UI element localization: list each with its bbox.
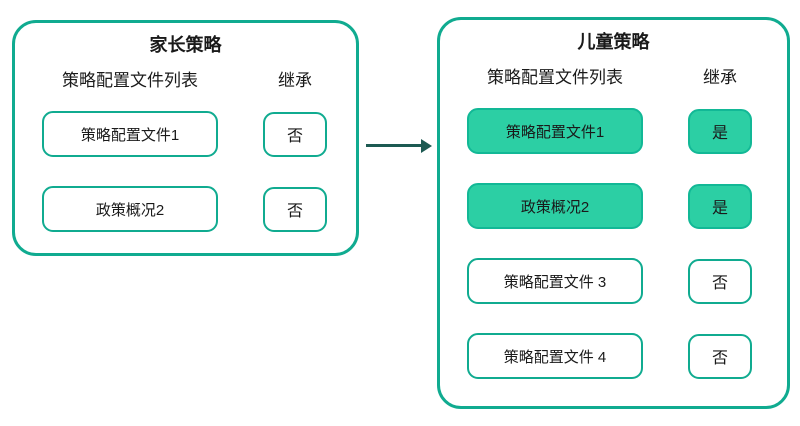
arrow-shaft xyxy=(366,144,421,147)
policy-row: 政策概况2 否 xyxy=(15,186,356,232)
inherit-column-header: 继承 xyxy=(703,68,737,87)
profile-box: 策略配置文件1 xyxy=(42,111,218,157)
child-panel-title: 儿童策略 xyxy=(577,32,650,52)
parent-panel-title: 家长策略 xyxy=(149,35,222,55)
parent-policy-panel: 家长策略 策略配置文件列表 继承 策略配置文件1 否政策概况2 否 xyxy=(12,20,359,256)
profiles-column-header: 策略配置文件列表 xyxy=(62,71,198,90)
policy-rows: 策略配置文件1 否政策概况2 否 xyxy=(15,111,356,232)
column-headers: 策略配置文件列表 继承 xyxy=(15,71,356,91)
policy-row: 策略配置文件1 是 xyxy=(440,108,787,154)
arrow-head xyxy=(421,138,432,153)
profile-box: 政策概况2 xyxy=(42,186,218,232)
inherit-badge: 否 xyxy=(263,186,327,232)
right-arrow-icon xyxy=(366,137,434,154)
profile-box: 策略配置文件 4 xyxy=(467,333,643,379)
profile-box: 策略配置文件1 xyxy=(467,108,643,154)
column-headers: 策略配置文件列表 继承 xyxy=(440,68,787,88)
inherit-badge: 否 xyxy=(688,258,752,304)
profile-box: 政策概况2 xyxy=(467,183,643,229)
inherit-badge: 是 xyxy=(688,108,752,154)
profile-box: 策略配置文件 3 xyxy=(467,258,643,304)
policy-row: 策略配置文件 3 否 xyxy=(440,258,787,304)
inherit-column-header: 继承 xyxy=(278,71,312,90)
policy-row: 策略配置文件 4 否 xyxy=(440,333,787,379)
inherit-badge: 否 xyxy=(263,111,327,157)
policy-row: 政策概况2 是 xyxy=(440,183,787,229)
inherit-badge: 是 xyxy=(688,183,752,229)
policy-row: 策略配置文件1 否 xyxy=(15,111,356,157)
inherit-badge: 否 xyxy=(688,333,752,379)
profiles-column-header: 策略配置文件列表 xyxy=(487,68,623,87)
